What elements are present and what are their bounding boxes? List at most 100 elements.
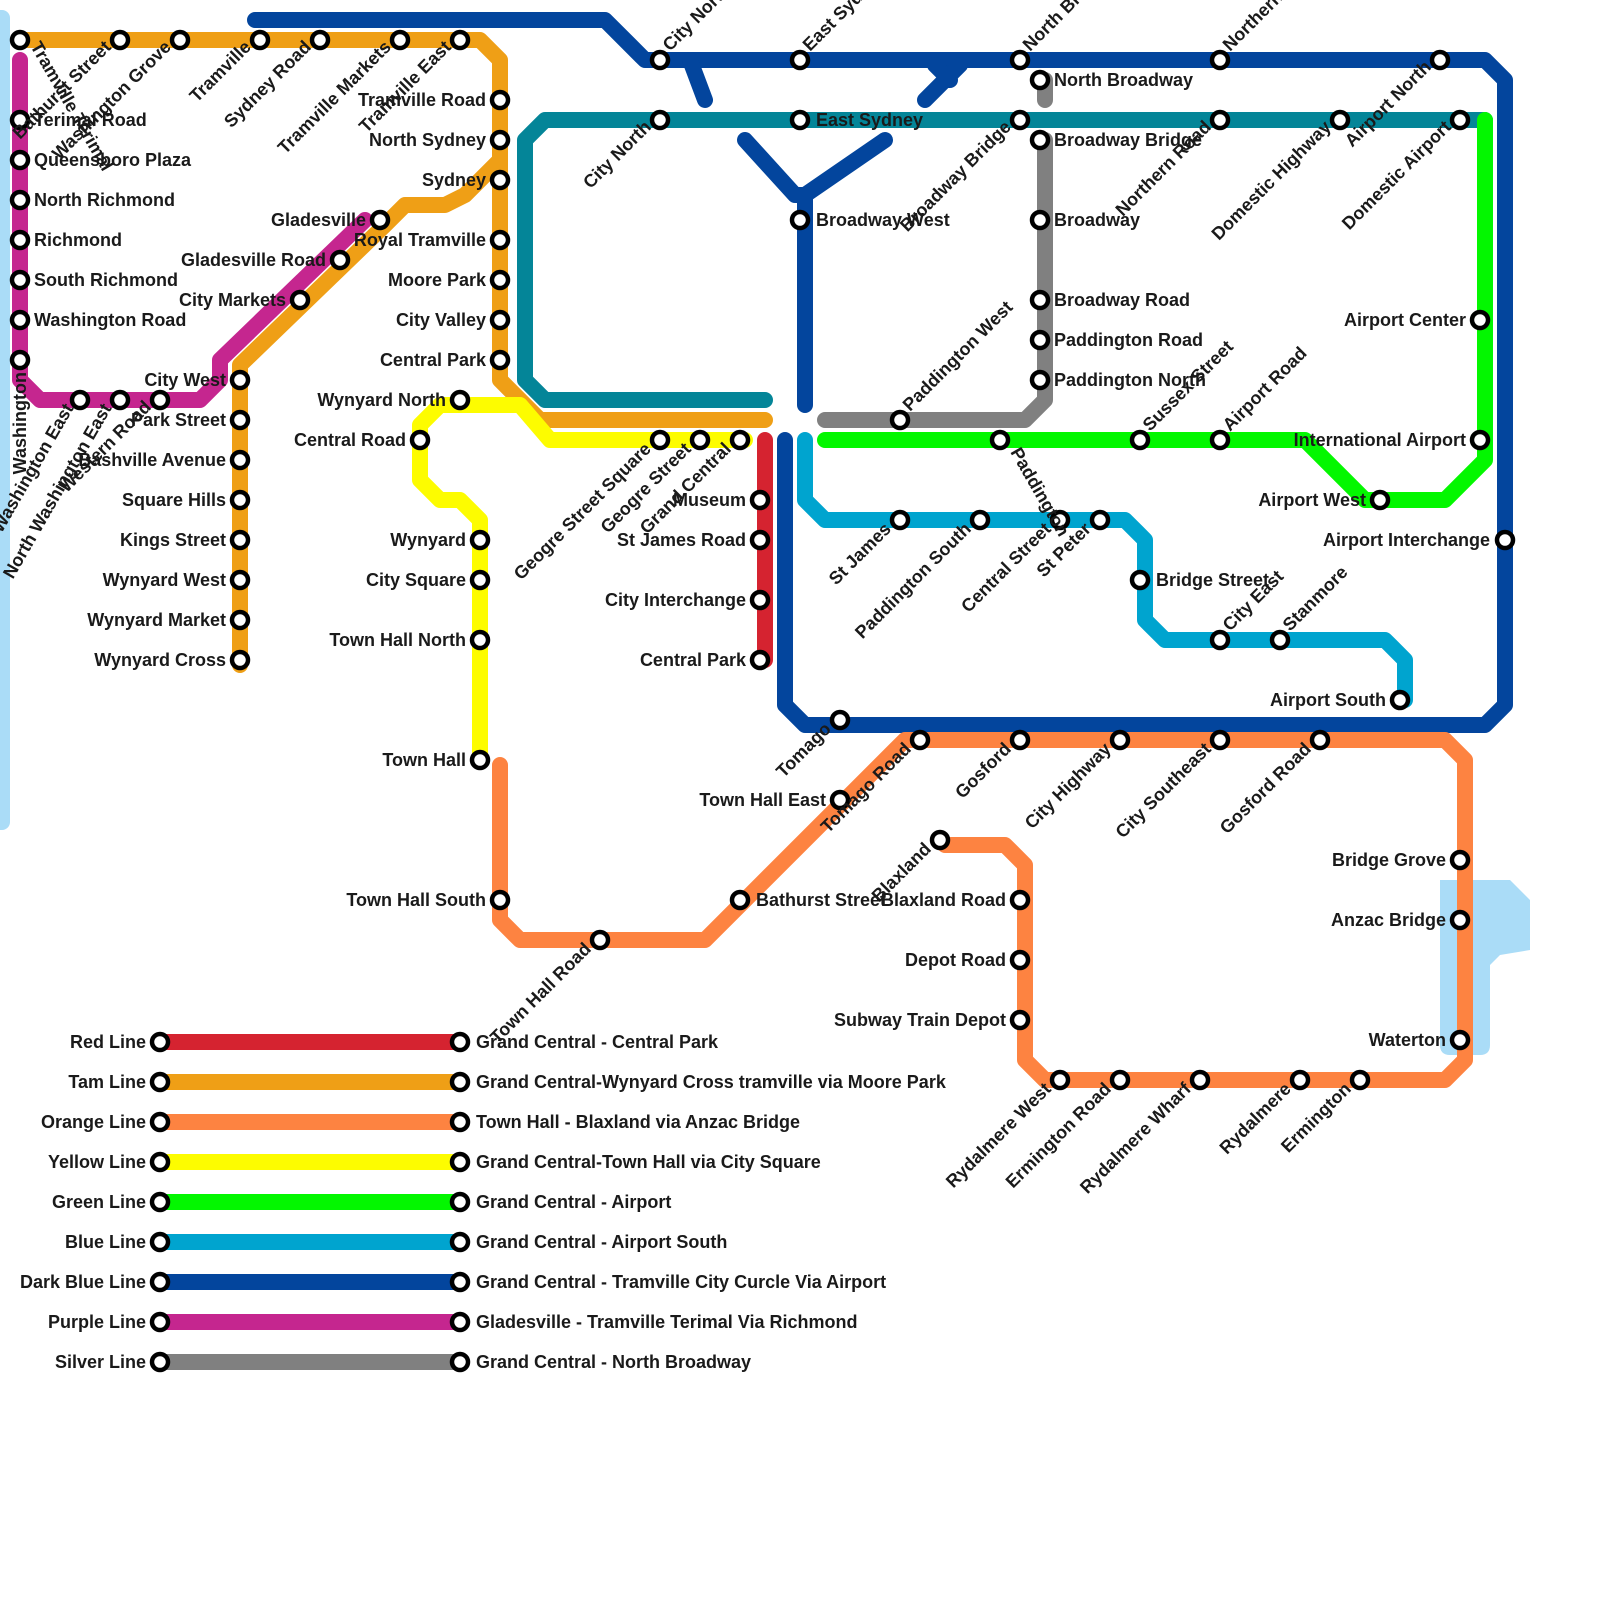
station-marker[interactable]: [729, 889, 751, 911]
station-marker[interactable]: [109, 389, 131, 411]
station-marker[interactable]: [1089, 509, 1111, 531]
station-marker[interactable]: [689, 429, 711, 451]
station-marker[interactable]: [729, 429, 751, 451]
station-marker[interactable]: [929, 829, 951, 851]
station-marker[interactable]: [9, 189, 31, 211]
station-marker[interactable]: [829, 709, 851, 731]
station-marker[interactable]: [9, 349, 31, 371]
station-marker[interactable]: [9, 109, 31, 131]
station-marker[interactable]: [749, 649, 771, 671]
station-marker[interactable]: [109, 29, 131, 51]
station-marker[interactable]: [1049, 1069, 1071, 1091]
station-marker[interactable]: [229, 449, 251, 471]
station-marker[interactable]: [749, 589, 771, 611]
station-marker[interactable]: [1029, 129, 1051, 151]
station-marker[interactable]: [789, 109, 811, 131]
station-marker[interactable]: [489, 229, 511, 251]
station-marker[interactable]: [9, 269, 31, 291]
station-marker[interactable]: [9, 229, 31, 251]
station-marker[interactable]: [229, 529, 251, 551]
station-marker[interactable]: [1289, 1069, 1311, 1091]
station-marker[interactable]: [1369, 489, 1391, 511]
station-marker[interactable]: [169, 29, 191, 51]
station-marker[interactable]: [749, 489, 771, 511]
station-marker[interactable]: [649, 429, 671, 451]
station-marker[interactable]: [1029, 69, 1051, 91]
station-marker[interactable]: [229, 369, 251, 391]
station-marker[interactable]: [989, 429, 1011, 451]
station-marker[interactable]: [469, 629, 491, 651]
station-marker[interactable]: [469, 529, 491, 551]
station-marker[interactable]: [1209, 629, 1231, 651]
station-marker[interactable]: [229, 609, 251, 631]
station-marker[interactable]: [309, 29, 331, 51]
station-marker[interactable]: [229, 409, 251, 431]
station-marker[interactable]: [1209, 729, 1231, 751]
station-marker[interactable]: [789, 49, 811, 71]
station-marker[interactable]: [749, 529, 771, 551]
station-marker[interactable]: [829, 789, 851, 811]
station-marker[interactable]: [969, 509, 991, 531]
station-marker[interactable]: [589, 929, 611, 951]
station-marker[interactable]: [489, 129, 511, 151]
station-marker[interactable]: [1009, 949, 1031, 971]
station-marker[interactable]: [1029, 329, 1051, 351]
station-marker[interactable]: [1129, 569, 1151, 591]
station-marker[interactable]: [449, 29, 471, 51]
station-marker[interactable]: [1209, 429, 1231, 451]
station-marker[interactable]: [889, 409, 911, 431]
station-marker[interactable]: [1449, 909, 1471, 931]
station-marker[interactable]: [789, 209, 811, 231]
station-marker[interactable]: [229, 649, 251, 671]
station-marker[interactable]: [489, 889, 511, 911]
station-marker[interactable]: [909, 729, 931, 751]
station-marker[interactable]: [449, 389, 471, 411]
station-marker[interactable]: [1029, 369, 1051, 391]
station-marker[interactable]: [1029, 209, 1051, 231]
station-marker[interactable]: [1009, 889, 1031, 911]
station-marker[interactable]: [1389, 689, 1411, 711]
station-marker[interactable]: [1009, 1009, 1031, 1031]
station-marker[interactable]: [1469, 309, 1491, 331]
station-marker[interactable]: [369, 209, 391, 231]
station-marker[interactable]: [489, 269, 511, 291]
station-marker[interactable]: [389, 29, 411, 51]
station-marker[interactable]: [649, 49, 671, 71]
station-marker[interactable]: [1309, 729, 1331, 751]
station-marker[interactable]: [1029, 289, 1051, 311]
station-marker[interactable]: [1494, 529, 1516, 551]
station-marker[interactable]: [9, 309, 31, 331]
station-marker[interactable]: [9, 149, 31, 171]
station-marker[interactable]: [1469, 429, 1491, 451]
station-marker[interactable]: [489, 309, 511, 331]
station-marker[interactable]: [1049, 509, 1071, 531]
station-marker[interactable]: [489, 169, 511, 191]
station-marker[interactable]: [1329, 109, 1351, 131]
station-marker[interactable]: [229, 569, 251, 591]
station-marker[interactable]: [1349, 1069, 1371, 1091]
station-marker[interactable]: [249, 29, 271, 51]
station-marker[interactable]: [1129, 429, 1151, 451]
station-marker[interactable]: [1009, 49, 1031, 71]
station-marker[interactable]: [1449, 849, 1471, 871]
station-marker[interactable]: [1429, 49, 1451, 71]
station-marker[interactable]: [9, 29, 31, 51]
station-marker[interactable]: [1009, 729, 1031, 751]
station-marker[interactable]: [889, 509, 911, 531]
station-marker[interactable]: [229, 489, 251, 511]
station-marker[interactable]: [1009, 109, 1031, 131]
station-marker[interactable]: [1209, 109, 1231, 131]
station-marker[interactable]: [149, 389, 171, 411]
station-marker[interactable]: [1189, 1069, 1211, 1091]
station-marker[interactable]: [1269, 629, 1291, 651]
station-marker[interactable]: [489, 89, 511, 111]
station-marker[interactable]: [69, 389, 91, 411]
station-marker[interactable]: [289, 289, 311, 311]
station-marker[interactable]: [409, 429, 431, 451]
station-marker[interactable]: [649, 109, 671, 131]
station-marker[interactable]: [469, 569, 491, 591]
station-marker[interactable]: [489, 349, 511, 371]
station-marker[interactable]: [1209, 49, 1231, 71]
station-marker[interactable]: [469, 749, 491, 771]
station-marker[interactable]: [1449, 1029, 1471, 1051]
